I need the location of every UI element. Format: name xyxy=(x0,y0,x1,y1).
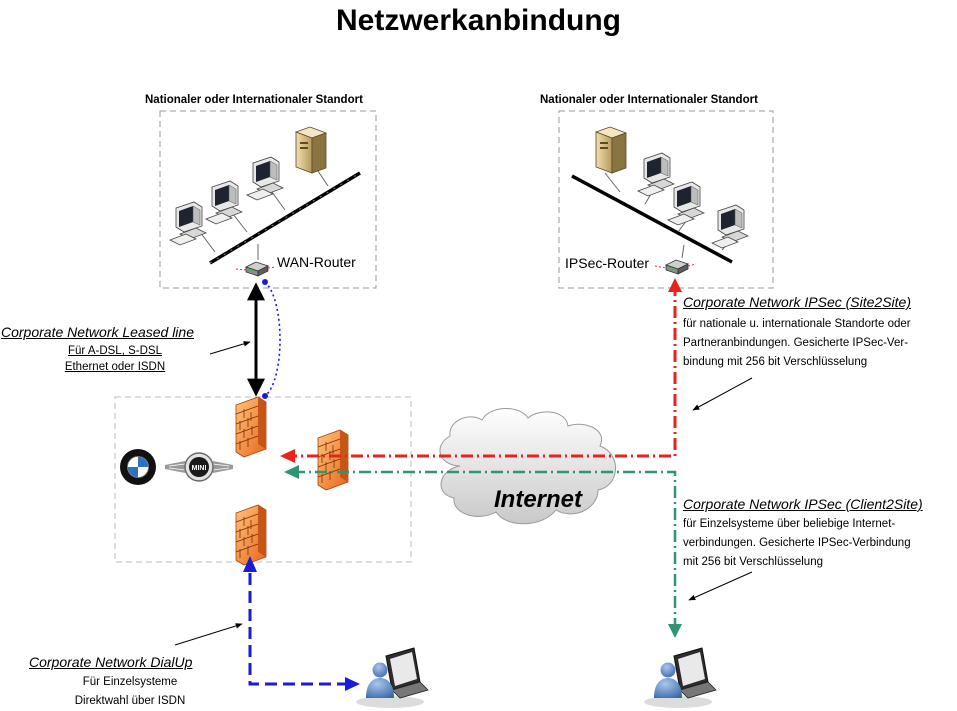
client2site-link xyxy=(296,470,677,630)
backup-link xyxy=(264,281,281,397)
server-icon xyxy=(595,126,627,174)
ipsec-router-label: IPSec-Router xyxy=(565,255,650,271)
laptop-user-icon xyxy=(355,647,429,709)
firewall-icon xyxy=(317,429,349,491)
firewall-icon xyxy=(235,504,267,566)
page-title: Netzwerkanbindung xyxy=(335,4,621,37)
workstation-icon xyxy=(205,180,243,225)
client2site-line1: für Einzelsysteme über beliebige Interne… xyxy=(683,518,896,530)
left-site-box xyxy=(159,110,377,289)
dialup-line2: Direktwahl über ISDN xyxy=(74,695,186,707)
workstation-icon xyxy=(169,201,207,246)
left-site-label: Nationaler oder Internationaler Standort xyxy=(145,94,363,106)
cloud-icon xyxy=(439,408,616,525)
dialup-title: Corporate Network DialUp xyxy=(29,654,193,670)
left-site-network xyxy=(169,126,361,277)
internet-label: Internet xyxy=(494,486,583,513)
right-site-box xyxy=(558,110,774,289)
router-icon xyxy=(665,259,689,275)
client2site-line2: verbindungen. Gesicherte IPSec-Verbindun… xyxy=(683,537,911,549)
site2site-title: Corporate Network IPSec (Site2Site) xyxy=(683,294,911,310)
workstation-icon xyxy=(637,152,675,197)
site2site-link xyxy=(290,284,677,458)
workstation-icon xyxy=(246,156,284,201)
site2site-line2: Partneranbindungen. Gesicherte IPSec-Ver… xyxy=(683,337,909,349)
svg-text:MINI: MINI xyxy=(192,465,207,472)
leased-line-title: Corporate Network Leased line xyxy=(1,324,194,340)
dialup-link xyxy=(248,568,349,686)
right-site-network xyxy=(571,126,749,275)
client2site-title: Corporate Network IPSec (Client2Site) xyxy=(683,496,923,512)
client2site-line3: mit 256 bit Verschlüsselung xyxy=(683,556,823,568)
firewall-icon xyxy=(235,396,267,458)
site2site-line1: für nationale u. internationale Standort… xyxy=(683,318,911,330)
server-icon xyxy=(295,126,327,174)
laptop-user-icon xyxy=(643,647,717,709)
wan-router-label: WAN-Router xyxy=(277,254,356,270)
site2site-line3: bindung mit 256 bit Verschlüsselung xyxy=(683,356,868,368)
router-icon xyxy=(245,261,269,277)
right-site-label: Nationaler oder Internationaler Standort xyxy=(540,94,758,106)
leased-line-line1: Für A-DSL, S-DSL xyxy=(68,345,162,357)
leased-line-line2: Ethernet oder ISDN xyxy=(64,361,166,373)
dialup-line1: Für Einzelsysteme xyxy=(82,676,178,688)
workstation-icon xyxy=(667,181,705,226)
mini-logo: MINI xyxy=(165,452,233,482)
workstation-icon xyxy=(711,204,749,249)
bmw-logo xyxy=(120,449,156,485)
